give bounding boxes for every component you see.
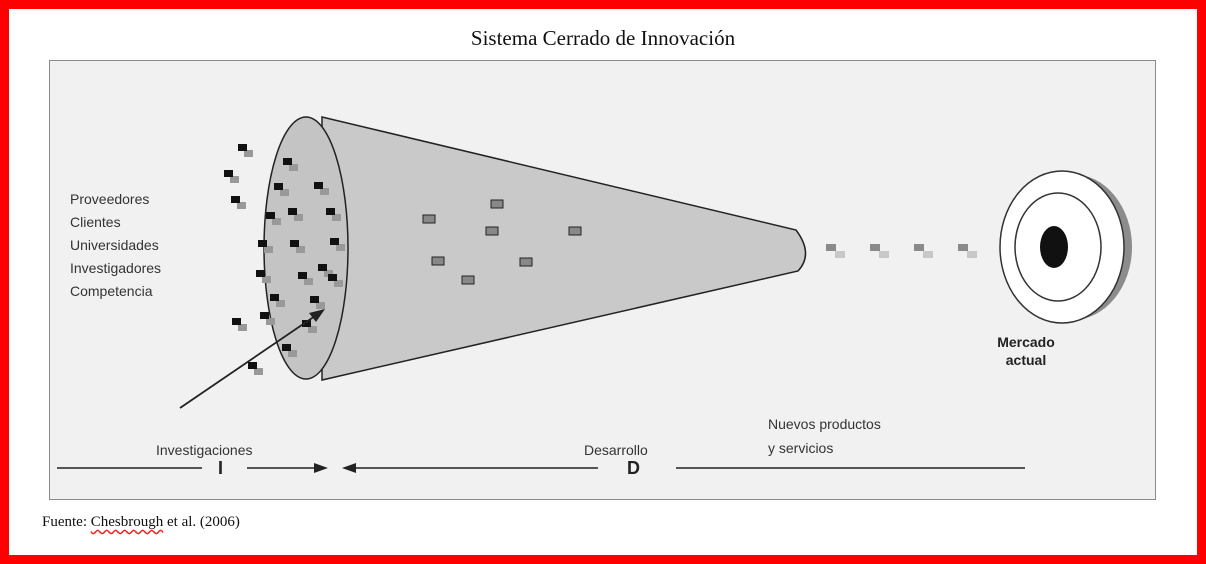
market-line2: actual <box>1005 352 1047 368</box>
idea-square <box>280 189 289 196</box>
idea-square <box>320 188 329 195</box>
idea-square <box>330 238 339 245</box>
idea-square <box>958 244 968 251</box>
idea-square <box>232 318 241 325</box>
idea-square <box>294 214 303 221</box>
idea-square <box>224 170 233 177</box>
idea-square <box>826 244 836 251</box>
idea-square <box>310 296 319 303</box>
research-label: Investigaciones <box>156 442 253 458</box>
idea-squares-entering <box>224 144 345 375</box>
idea-square <box>264 246 273 253</box>
idea-square <box>870 244 880 251</box>
development-letter: D <box>627 458 640 478</box>
idea-square <box>288 350 297 357</box>
source-item: Universidades <box>70 237 159 253</box>
idea-squares-inside <box>422 199 582 285</box>
new-products-label-line2: y servicios <box>768 440 834 456</box>
idea-square <box>270 294 279 301</box>
research-timeline <box>57 463 328 473</box>
funnel-body <box>321 116 807 381</box>
idea-square <box>248 362 257 369</box>
idea-square <box>336 244 345 251</box>
market-line1: Mercado <box>997 334 1055 350</box>
idea-square <box>282 344 291 351</box>
idea-square <box>258 240 267 247</box>
idea-square <box>289 164 298 171</box>
idea-square <box>519 257 533 267</box>
idea-square <box>274 183 283 190</box>
idea-square <box>266 318 275 325</box>
idea-square <box>334 280 343 287</box>
idea-square <box>296 246 305 253</box>
source-item: Competencia <box>70 283 153 299</box>
idea-square <box>316 302 325 309</box>
idea-square <box>260 312 269 319</box>
idea-square <box>238 324 247 331</box>
idea-square <box>318 264 327 271</box>
current-market-label: Mercado actual <box>986 333 1066 369</box>
idea-square <box>326 208 335 215</box>
idea-square <box>328 274 337 281</box>
idea-square <box>272 218 281 225</box>
figure-title: Sistema Cerrado de Innovación <box>470 26 736 50</box>
idea-square <box>923 251 933 258</box>
source-author: Chesbrough <box>90 514 164 530</box>
idea-square <box>231 196 240 203</box>
idea-square <box>230 176 239 183</box>
source-item: Investigadores <box>70 260 162 276</box>
idea-square <box>244 150 253 157</box>
target-icon <box>999 170 1132 324</box>
idea-square <box>967 251 977 258</box>
funnel-mouth <box>263 116 349 380</box>
source-item: Clientes <box>70 214 121 230</box>
development-timeline <box>342 463 1025 473</box>
idea-square <box>238 144 247 151</box>
idea-square <box>266 212 275 219</box>
source-item: Proveedores <box>70 191 150 207</box>
idea-square <box>302 320 311 327</box>
idea-square <box>461 275 475 285</box>
development-label: Desarrollo <box>584 442 648 458</box>
idea-square <box>568 226 582 236</box>
pointer-arrow <box>179 309 325 409</box>
idea-square <box>422 214 436 224</box>
idea-square <box>324 270 333 277</box>
idea-square <box>288 208 297 215</box>
idea-square <box>314 182 323 189</box>
idea-square <box>283 158 292 165</box>
idea-square <box>254 368 263 375</box>
idea-square <box>304 278 313 285</box>
innovation-sources-list: Proveedores Clientes Universidades Inves… <box>70 188 161 303</box>
figure-source: Fuente: Chesbrough et al. (2006) <box>42 514 240 531</box>
idea-square <box>256 270 265 277</box>
idea-square <box>431 256 445 266</box>
research-letter: I <box>218 458 224 478</box>
source-suffix: et al. (2006) <box>163 514 240 530</box>
new-products-label-line1: Nuevos productos <box>768 416 881 432</box>
idea-square <box>914 244 924 251</box>
idea-square <box>276 300 285 307</box>
idea-square <box>237 202 246 209</box>
idea-square <box>308 326 317 333</box>
idea-square <box>290 240 299 247</box>
idea-square <box>835 251 845 258</box>
idea-square <box>485 226 499 236</box>
idea-square <box>332 214 341 221</box>
idea-squares-exiting <box>826 244 977 258</box>
idea-square <box>879 251 889 258</box>
idea-square <box>490 199 504 209</box>
idea-square <box>262 276 271 283</box>
idea-square <box>298 272 307 279</box>
source-prefix: Fuente: <box>42 514 91 530</box>
